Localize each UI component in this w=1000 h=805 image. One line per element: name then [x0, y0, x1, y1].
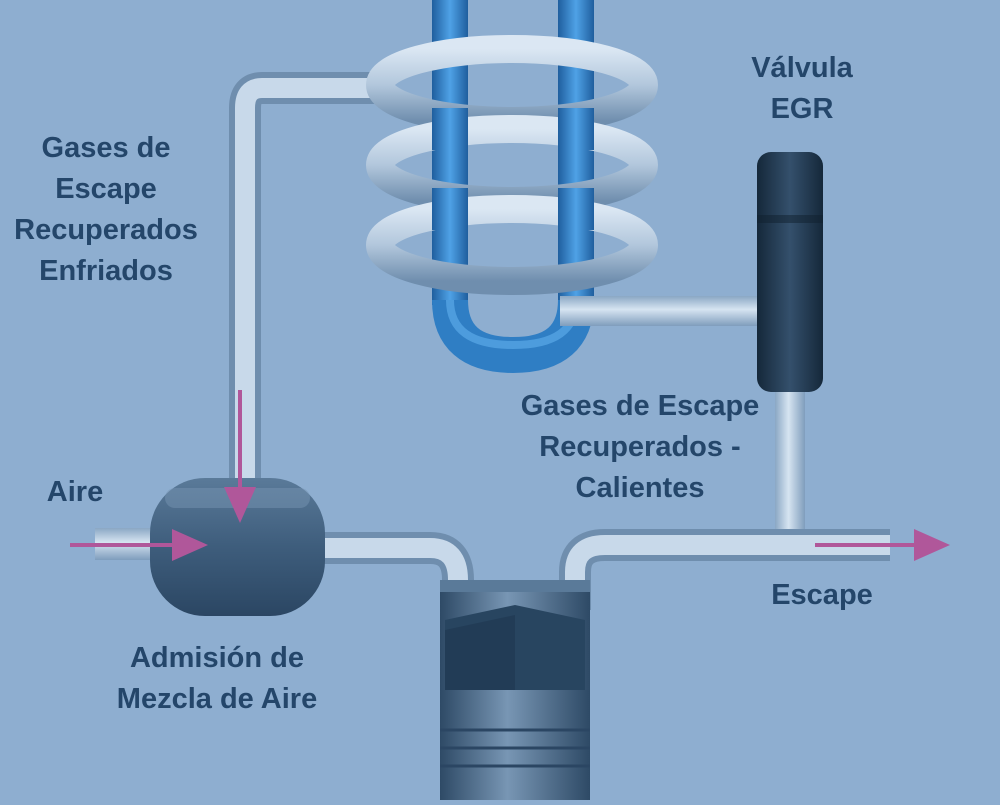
- egr-valve: [757, 152, 823, 392]
- hot-gas-label-line: Calientes: [575, 472, 705, 504]
- exhaust-pipe: [559, 529, 890, 610]
- intake-label-line: Mezcla de Aire: [116, 683, 318, 715]
- egr-valve-label: Válvula EGR: [751, 48, 853, 130]
- valve-riser-pipe: [775, 380, 805, 550]
- cooled-gas-label-line: Escape: [55, 173, 157, 205]
- egr-cooler-coil: [366, 35, 658, 295]
- cooled-gas-pipe: [229, 72, 395, 480]
- exhaust-label: Escape: [771, 575, 873, 616]
- cooled-gas-label-line: Gases de: [41, 132, 171, 164]
- hot-gas-pipe: [560, 296, 772, 326]
- cooled-gas-label: Gases de Escape Recuperados Enfriados: [14, 128, 198, 292]
- hot-gas-label: Gases de Escape Recuperados - Calientes: [521, 386, 760, 509]
- egr-valve-label-line: Válvula: [751, 52, 853, 84]
- cooled-gas-label-line: Recuperados: [14, 214, 198, 246]
- cooled-gas-label-line: Enfriados: [39, 255, 173, 287]
- egr-valve-label-line: EGR: [770, 93, 834, 125]
- air-label-text: Aire: [46, 476, 104, 508]
- intake-label: Admisión de Mezcla de Aire: [117, 638, 317, 720]
- intake-pipe: [315, 532, 474, 610]
- hot-gas-label-line: Gases de Escape: [520, 390, 760, 422]
- intake-label-line: Admisión de: [129, 642, 304, 674]
- air-label: Aire: [47, 472, 103, 513]
- exhaust-label-text: Escape: [771, 579, 873, 611]
- engine-cylinder: [440, 580, 590, 800]
- hot-gas-label-line: Recuperados -: [539, 431, 741, 463]
- flow-arrows: [70, 390, 950, 561]
